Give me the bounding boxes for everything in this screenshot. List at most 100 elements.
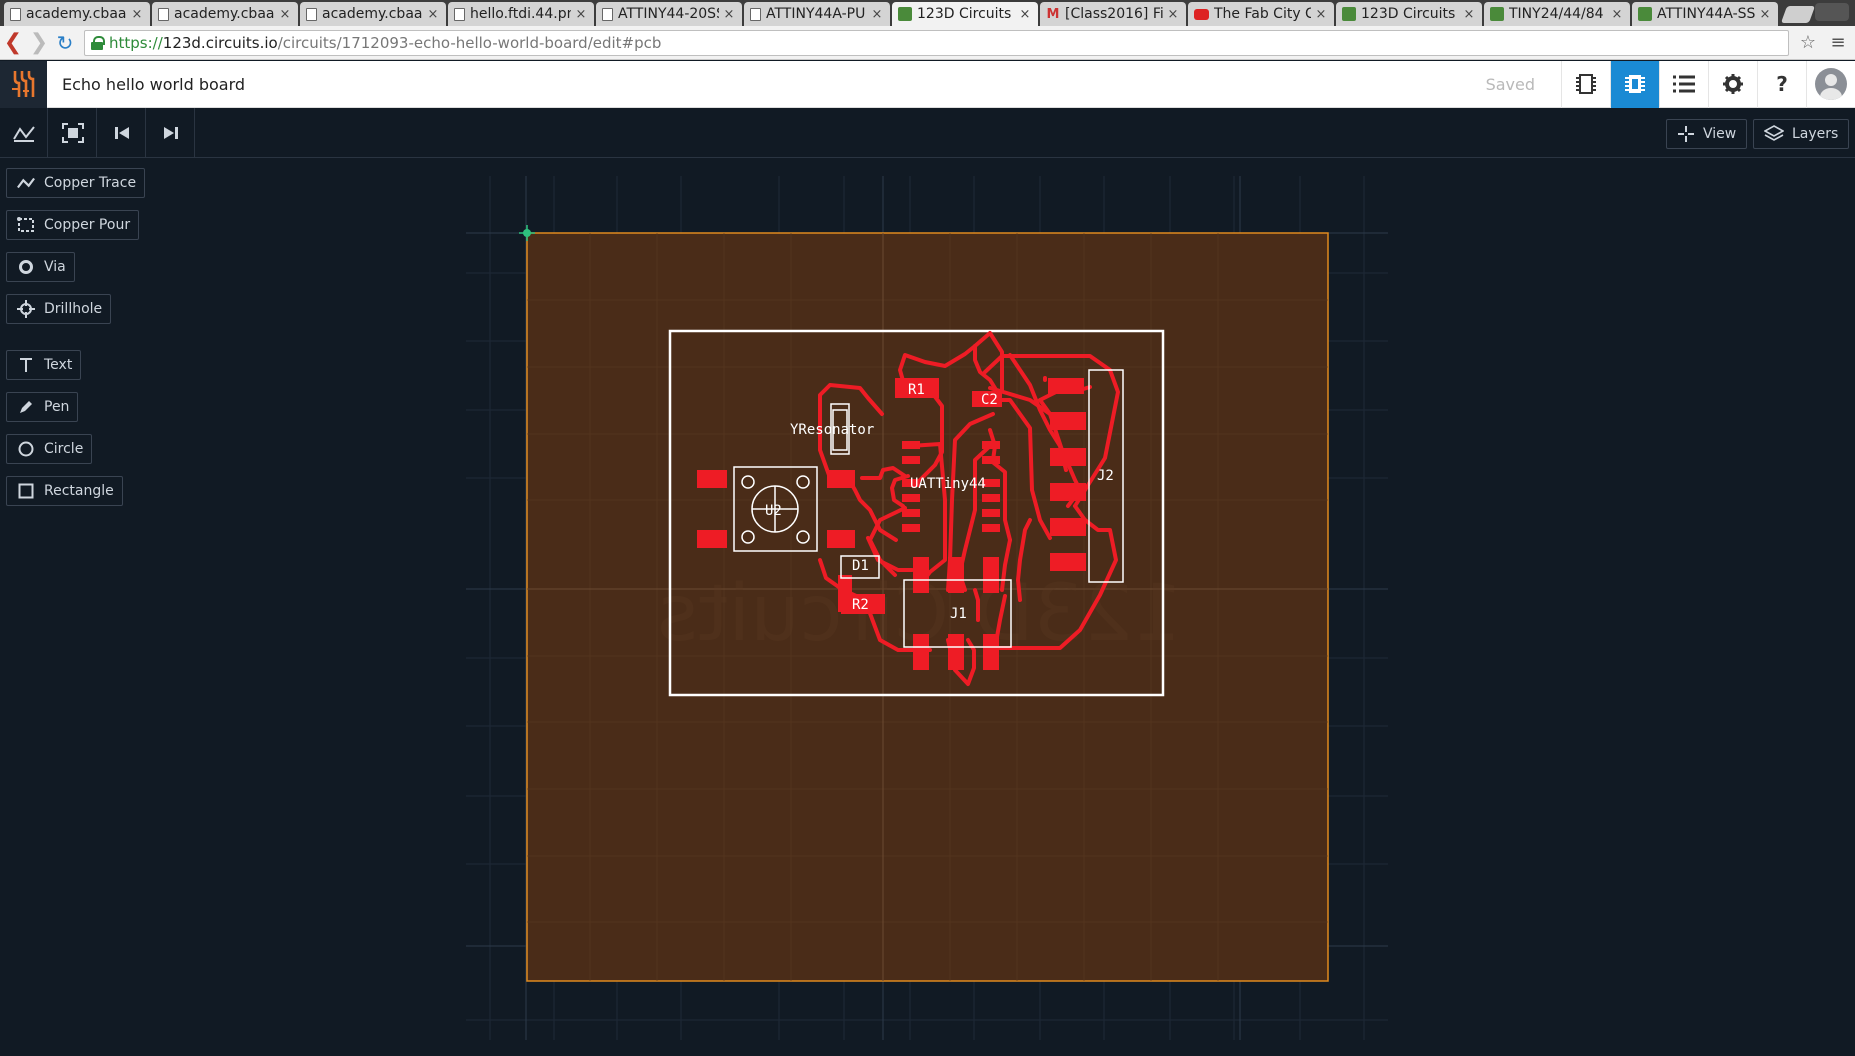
browser-tab-label: hello.ftdi.44.png <box>470 6 571 22</box>
circuits-icon <box>1638 7 1652 21</box>
url-host: 123d.circuits.io <box>162 33 278 52</box>
pen-icon <box>17 398 35 416</box>
tab-close-icon[interactable]: × <box>279 6 291 22</box>
fit-to-screen-button[interactable] <box>49 108 97 158</box>
browser-tab-label: academy.cbaacademy.cba <box>174 6 275 22</box>
pen-label: Pen <box>44 399 70 415</box>
browser-tab[interactable]: M[Class2016] Fi× <box>1040 2 1186 26</box>
breadboard-view-button[interactable] <box>1561 60 1610 108</box>
circle-icon <box>17 440 35 458</box>
browser-tab[interactable]: academy.cbaacademy.cba× <box>4 2 150 26</box>
rectangle-tool[interactable]: Rectangle <box>6 476 123 506</box>
browser-tab[interactable]: ATTINY44-20SSU× <box>596 2 742 26</box>
label-uattiny44[interactable]: UATTiny44 <box>910 476 986 492</box>
forward-arrow-icon[interactable]: ❯ <box>29 30 49 55</box>
back-arrow-icon[interactable]: ❮ <box>3 30 23 55</box>
trace-icon <box>17 174 35 192</box>
text-tool[interactable]: Text <box>6 350 82 380</box>
browser-tab[interactable]: ATTINY44A-SS× <box>1632 2 1778 26</box>
browser-tab[interactable]: hello.ftdi.44.png× <box>448 2 594 26</box>
autoroute-icon <box>12 126 35 142</box>
browser-tab[interactable]: academy.cbaacademy.cba× <box>300 2 446 26</box>
layers-label: Layers <box>1792 126 1839 142</box>
bookmark-star-icon[interactable]: ☆ <box>1799 32 1817 53</box>
document-title[interactable]: Echo hello world board <box>62 74 246 94</box>
browser-tab[interactable]: ATTINY44A-PU× <box>744 2 890 26</box>
browser-tab[interactable]: academy.cbaacademy.cba× <box>152 2 298 26</box>
label-c2[interactable]: C2 <box>981 392 998 408</box>
tab-close-icon[interactable]: × <box>1315 6 1327 22</box>
tab-close-icon[interactable]: × <box>575 6 587 22</box>
copper-trace-tool[interactable]: Copper Trace <box>6 168 146 198</box>
drillhole-tool[interactable]: Drillhole <box>6 294 112 324</box>
browser-tab-label: The Fab City C <box>1214 6 1311 22</box>
silkscreen-parts[interactable] <box>733 369 1124 648</box>
layers-icon <box>1764 125 1784 141</box>
browser-tab[interactable]: 123D Circuits× <box>892 2 1038 26</box>
label-r2[interactable]: R2 <box>852 597 869 613</box>
components-list-button[interactable] <box>1659 60 1708 108</box>
tab-close-icon[interactable]: × <box>723 6 735 22</box>
lock-icon <box>91 35 105 50</box>
document-icon <box>750 7 761 21</box>
youtube-icon <box>1194 8 1209 20</box>
undo-button[interactable] <box>98 108 146 158</box>
pcb-board-view[interactable]: 123D Circuits <box>0 158 1855 1056</box>
label-r1[interactable]: R1 <box>908 382 925 398</box>
label-u2[interactable]: U2 <box>765 503 782 519</box>
url-path: /circuits/1712093-echo-hello-world-board… <box>277 33 662 52</box>
redo-button[interactable] <box>147 108 195 158</box>
save-status: Saved <box>1485 74 1535 94</box>
help-button[interactable]: ? <box>1757 60 1806 108</box>
browser-tab[interactable]: The Fab City C× <box>1188 2 1334 26</box>
browser-tab-label: TINY24/44/84 <box>1509 6 1604 22</box>
url-input[interactable]: https://123d.circuits.io/circuits/171209… <box>84 29 1789 56</box>
autoroute-button[interactable] <box>0 108 48 158</box>
pcb-view-button[interactable] <box>1610 60 1659 108</box>
label-j1[interactable]: J1 <box>950 606 967 622</box>
circuits-icon <box>1490 7 1504 21</box>
tab-close-icon[interactable]: × <box>1019 6 1031 22</box>
label-d1[interactable]: D1 <box>852 558 869 574</box>
layers-button[interactable]: Layers <box>1753 119 1850 149</box>
user-avatar[interactable] <box>1806 60 1855 108</box>
circuits-icon <box>898 7 912 21</box>
label-j2[interactable]: J2 <box>1097 468 1114 484</box>
silkscreen-border[interactable] <box>668 329 1165 697</box>
label-yresonator[interactable]: YResonator <box>790 422 874 438</box>
app-header: Echo hello world board Saved ? <box>0 60 1855 108</box>
browser-address-bar: ❮ ❯ ↻ https://123d.circuits.io/circuits/… <box>0 26 1855 60</box>
help-icon: ? <box>1776 72 1788 96</box>
pcb-canvas[interactable]: 123D Circuits <box>0 158 1855 1056</box>
tab-close-icon[interactable]: × <box>871 6 883 22</box>
rectangle-icon <box>17 482 35 500</box>
copper-pour-label: Copper Pour <box>44 217 131 233</box>
view-button[interactable]: View <box>1666 119 1748 149</box>
browser-tab[interactable]: TINY24/44/84 × <box>1484 2 1630 26</box>
browser-tab-label: academy.cbaacademy.cba <box>322 6 423 22</box>
window-control[interactable] <box>1815 3 1849 21</box>
via-tool[interactable]: Via <box>6 252 75 282</box>
settings-button[interactable] <box>1708 60 1757 108</box>
tab-close-icon[interactable]: × <box>427 6 439 22</box>
crosshair-icon <box>1678 126 1694 142</box>
reload-icon[interactable]: ↻ <box>56 30 74 55</box>
breadboard-icon <box>1576 74 1596 94</box>
copper-pads[interactable] <box>697 378 1086 670</box>
drillhole-label: Drillhole <box>44 301 103 317</box>
tab-close-icon[interactable]: × <box>1167 6 1179 22</box>
browser-menu-icon[interactable]: ≡ <box>1830 32 1846 53</box>
tab-close-icon[interactable]: × <box>1611 6 1623 22</box>
copper-pour-tool[interactable]: Copper Pour <box>6 210 140 240</box>
tab-close-icon[interactable]: × <box>131 6 143 22</box>
circle-tool[interactable]: Circle <box>6 434 93 464</box>
document-icon <box>454 7 465 21</box>
circle-label: Circle <box>44 441 84 457</box>
tab-close-icon[interactable]: × <box>1759 6 1771 22</box>
tab-close-icon[interactable]: × <box>1463 6 1475 22</box>
circuits-logo-icon[interactable] <box>0 60 47 108</box>
new-tab-button[interactable] <box>1780 6 1816 23</box>
pen-tool[interactable]: Pen <box>6 392 79 422</box>
text-icon <box>17 356 35 374</box>
browser-tab[interactable]: 123D Circuits× <box>1336 2 1482 26</box>
